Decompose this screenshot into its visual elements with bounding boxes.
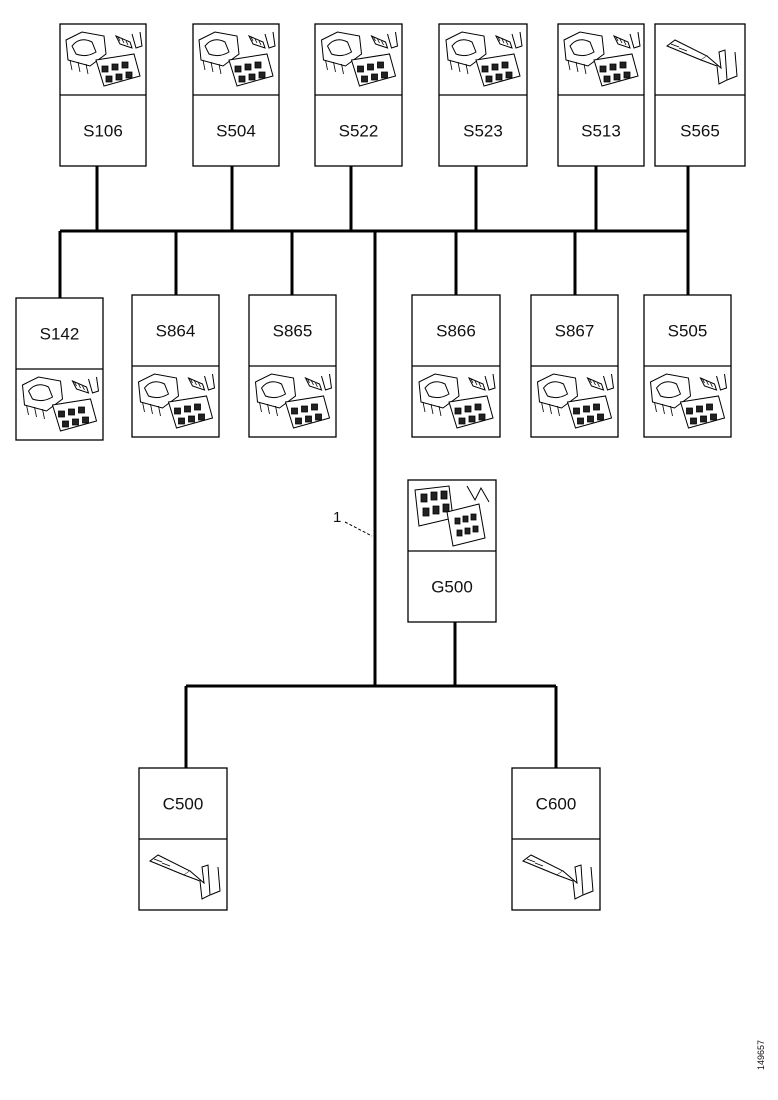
node-label: S865 bbox=[273, 322, 313, 341]
connector-node-s867: S867 bbox=[530, 294, 619, 438]
node-label: S513 bbox=[581, 122, 621, 141]
connector-node-c600: C600 bbox=[511, 767, 601, 911]
connector-node-s142: S142 bbox=[15, 297, 104, 441]
connector-node-s865: S865 bbox=[248, 294, 337, 438]
node-label: S565 bbox=[680, 122, 720, 141]
node-label: C500 bbox=[163, 795, 204, 814]
node-label: C600 bbox=[536, 795, 577, 814]
node-label: S504 bbox=[216, 122, 256, 141]
node-label: S523 bbox=[463, 122, 503, 141]
connector-node-s513: S513 bbox=[557, 23, 645, 167]
connector-node-s565: S565 bbox=[654, 23, 746, 167]
connector-node-s522: S522 bbox=[314, 23, 403, 167]
connector-node-s864: S864 bbox=[131, 294, 220, 438]
node-label: S867 bbox=[555, 322, 595, 341]
node-label: S106 bbox=[83, 122, 123, 141]
connector-node-s106: S106 bbox=[59, 23, 147, 167]
connector-node-s504: S504 bbox=[192, 23, 280, 167]
node-label: S505 bbox=[668, 322, 708, 341]
document-id: 149657 bbox=[756, 1040, 766, 1070]
callout-leader bbox=[344, 521, 373, 537]
wiring bbox=[58, 166, 690, 768]
node-label: S864 bbox=[156, 322, 196, 341]
callout-number: 1 bbox=[333, 509, 341, 526]
node-label: S522 bbox=[339, 122, 379, 141]
node-label: G500 bbox=[431, 578, 473, 597]
node-label: S866 bbox=[436, 322, 476, 341]
node-label: S142 bbox=[40, 325, 80, 344]
connector-node-s866: S866 bbox=[411, 294, 501, 438]
connector-node-s523: S523 bbox=[438, 23, 528, 167]
connector-node-c500: C500 bbox=[138, 767, 228, 911]
connector-node-g500: G500 bbox=[407, 479, 497, 623]
connector-node-s505: S505 bbox=[643, 294, 732, 438]
